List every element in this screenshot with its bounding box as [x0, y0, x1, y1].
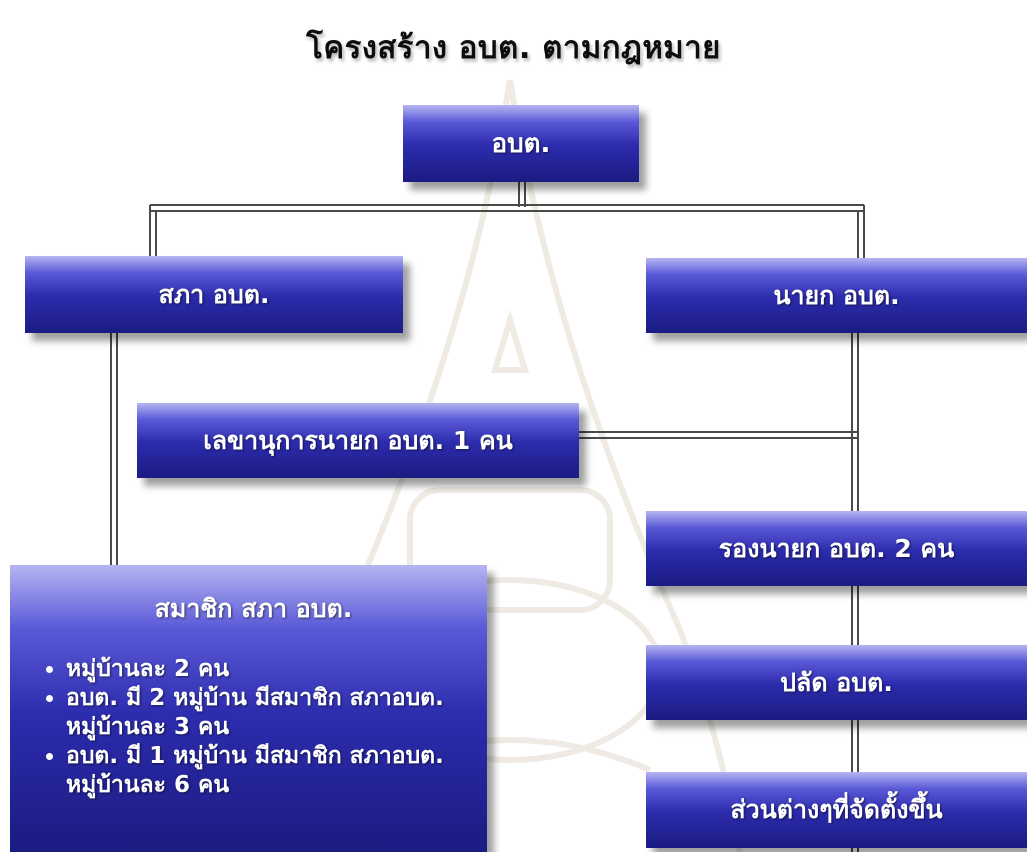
node-deputy-label: รองนายก อบต. 2 คน	[718, 533, 955, 563]
node-council-label: สภา อบต.	[158, 279, 270, 309]
node-mayor-label: นายก อบต.	[773, 280, 900, 310]
members-item: หมู่บ้านละ 2 คน	[66, 655, 467, 684]
members-item: อบต. มี 2 หมู่บ้าน มีสมาชิก สภาอบต. หมู่…	[66, 684, 467, 742]
members-list: หมู่บ้านละ 2 คน อบต. มี 2 หมู่บ้าน มีสมา…	[40, 655, 467, 800]
node-clerk-label: ปลัด อบต.	[780, 667, 893, 697]
members-content: สมาชิก สภา อบต. หมู่บ้านละ 2 คน อบต. มี …	[10, 565, 487, 800]
members-title: สมาชิก สภา อบต.	[154, 594, 353, 623]
node-obt: อบต.	[403, 105, 639, 182]
members-item: อบต. มี 1 หมู่บ้าน มีสมาชิก สภาอบต. หมู่…	[66, 742, 467, 800]
node-departments: ส่วนต่างๆที่จัดตั้งขึ้น	[646, 772, 1027, 848]
node-council: สภา อบต.	[25, 256, 403, 333]
node-mayor: นายก อบต.	[646, 258, 1027, 333]
node-secretary: เลขานุการนายก อบต. 1 คน	[137, 403, 579, 478]
diagram-title: โครงสร้าง อบต. ตามกฎหมาย	[306, 30, 721, 66]
node-deputy: รองนายก อบต. 2 คน	[646, 511, 1027, 586]
node-obt-label: อบต.	[491, 129, 551, 159]
node-clerk: ปลัด อบต.	[646, 645, 1027, 720]
node-secretary-label: เลขานุการนายก อบต. 1 คน	[203, 425, 513, 455]
node-members: สมาชิก สภา อบต. หมู่บ้านละ 2 คน อบต. มี …	[10, 565, 487, 852]
node-departments-label: ส่วนต่างๆที่จัดตั้งขึ้น	[730, 795, 943, 824]
